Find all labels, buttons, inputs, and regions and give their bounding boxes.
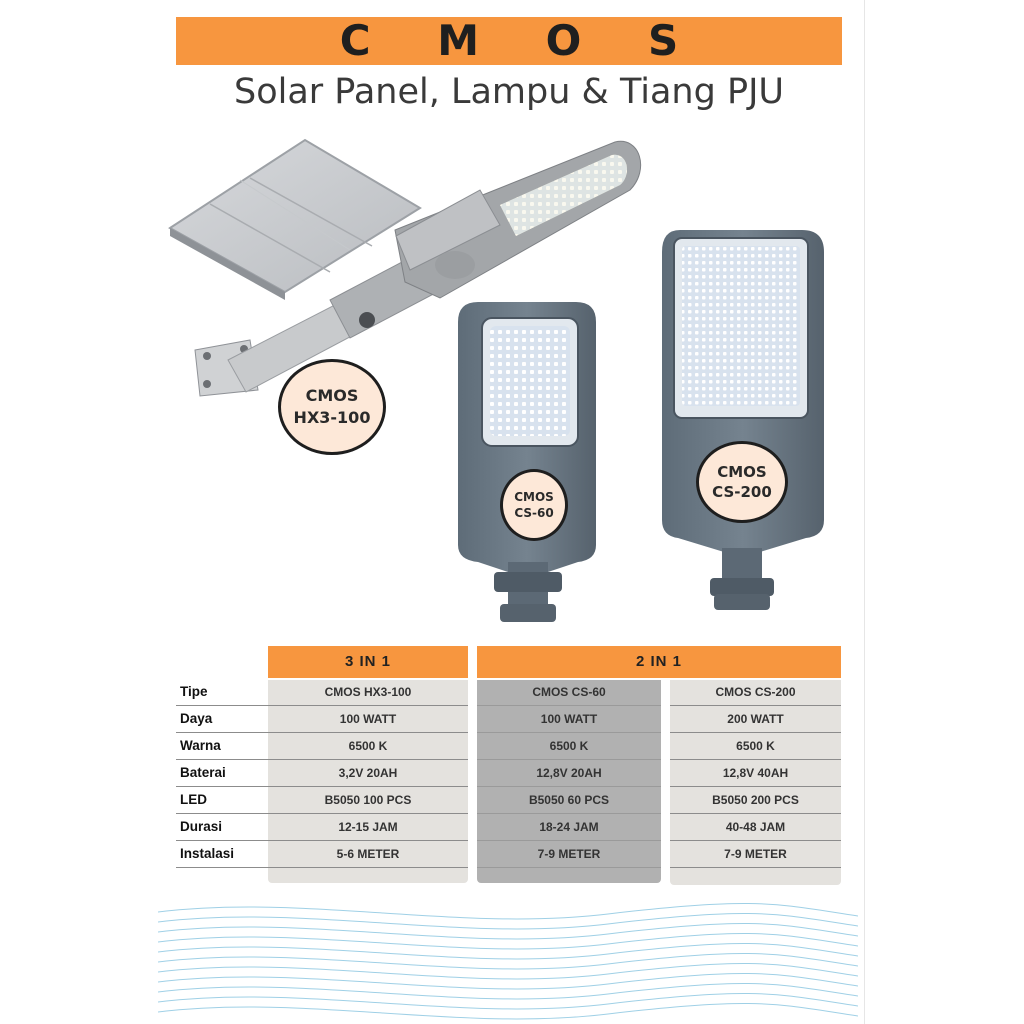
table-row: Daya 100 WATT 100 WATT 200 WATT xyxy=(176,706,841,733)
row-label: Tipe xyxy=(180,684,208,699)
cs-60-model-badge: CMOS CS-60 xyxy=(500,469,568,541)
cell-hx3: B5050 100 PCS xyxy=(324,793,412,807)
row-label: Baterai xyxy=(180,765,226,780)
row-divider xyxy=(477,840,661,841)
cell-cs200: 7-9 METER xyxy=(724,847,787,861)
row-divider xyxy=(176,840,468,841)
cell-cs200: B5050 200 PCS xyxy=(712,793,799,807)
row-divider xyxy=(477,732,661,733)
cs-200-model-badge: CMOS CS-200 xyxy=(696,441,788,523)
table-row: Instalasi 5-6 METER 7-9 METER 7-9 METER xyxy=(176,841,841,868)
cs60-badge-model: CS-60 xyxy=(514,506,554,520)
cell-hx3: CMOS HX3-100 xyxy=(324,685,412,699)
row-divider xyxy=(670,867,841,868)
cell-hx3: 5-6 METER xyxy=(336,847,400,861)
row-divider xyxy=(670,813,841,814)
cell-cs60: B5050 60 PCS xyxy=(528,793,610,807)
row-divider xyxy=(670,705,841,706)
row-divider xyxy=(176,759,468,760)
row-label: Durasi xyxy=(180,819,223,834)
cell-cs60: 7-9 METER xyxy=(537,847,601,861)
page-subtitle: Solar Panel, Lampu & Tiang PJU xyxy=(233,72,785,112)
row-divider xyxy=(477,786,661,787)
cell-cs60: 12,8V 20AH xyxy=(536,766,602,780)
row-divider xyxy=(176,786,468,787)
cell-hx3: 3,2V 20AH xyxy=(338,766,398,780)
row-label: Instalasi xyxy=(180,846,235,861)
table-row: Baterai 3,2V 20AH 12,8V 20AH 12,8V 40AH xyxy=(176,760,841,787)
cs-60-streetlight xyxy=(458,302,596,622)
cell-cs60: 100 WATT xyxy=(540,712,598,726)
table-row: Tipe CMOS HX3-100 CMOS CS-60 CMOS CS-200 xyxy=(176,679,841,706)
row-divider xyxy=(670,840,841,841)
hx3-100-model-badge: CMOS HX3-100 xyxy=(278,359,386,455)
row-divider xyxy=(176,867,468,868)
row-divider xyxy=(176,813,468,814)
row-divider xyxy=(176,732,468,733)
column-bg-hx3 xyxy=(268,680,468,883)
cs200-badge-brand: CMOS xyxy=(717,463,767,481)
table-row: Warna 6500 K 6500 K 6500 K xyxy=(176,733,841,760)
cs-200-streetlight xyxy=(662,230,824,610)
row-divider xyxy=(670,732,841,733)
product-illustrations xyxy=(168,138,824,622)
table-row: LED B5050 100 PCS B5050 60 PCS B5050 200… xyxy=(176,787,841,814)
cell-cs60: 18-24 JAM xyxy=(539,820,599,834)
row-divider xyxy=(176,705,468,706)
row-label: Daya xyxy=(180,711,213,726)
decorative-wave-lines xyxy=(158,902,858,1020)
brand-title: C M O S xyxy=(339,16,705,65)
column-bg-cs200 xyxy=(670,680,841,885)
row-divider xyxy=(670,786,841,787)
row-divider xyxy=(477,705,661,706)
group-header-3in1: 3 IN 1 xyxy=(268,646,468,678)
table-row: Durasi 12-15 JAM 18-24 JAM 40-48 JAM xyxy=(176,814,841,841)
column-bg-cs60 xyxy=(477,680,661,883)
row-divider xyxy=(477,867,661,868)
cell-cs200: 6500 K xyxy=(736,739,775,753)
group-header-2in1: 2 IN 1 xyxy=(477,646,841,678)
cell-cs200: 200 WATT xyxy=(727,712,784,726)
brand-banner: C M O S xyxy=(176,17,842,65)
cell-cs60: 6500 K xyxy=(549,739,589,753)
hx3-badge-brand: CMOS xyxy=(305,386,359,405)
row-label: LED xyxy=(180,792,207,807)
row-divider xyxy=(477,813,661,814)
hx3-100-solar-light xyxy=(168,138,642,397)
page-edge-line xyxy=(864,0,865,1024)
cell-hx3: 6500 K xyxy=(348,739,388,753)
cell-cs200: 12,8V 40AH xyxy=(722,766,789,780)
row-divider xyxy=(477,759,661,760)
cell-hx3: 100 WATT xyxy=(339,712,397,726)
row-label: Warna xyxy=(180,738,221,753)
cs60-badge-brand: CMOS xyxy=(514,490,554,504)
cell-hx3: 12-15 JAM xyxy=(338,820,398,834)
cs200-badge-model: CS-200 xyxy=(712,483,772,501)
row-divider xyxy=(670,759,841,760)
cell-cs60: CMOS CS-60 xyxy=(532,685,606,699)
hx3-badge-model: HX3-100 xyxy=(293,408,371,427)
cell-cs200: 40-48 JAM xyxy=(725,820,786,834)
cell-cs200: CMOS CS-200 xyxy=(715,685,796,699)
